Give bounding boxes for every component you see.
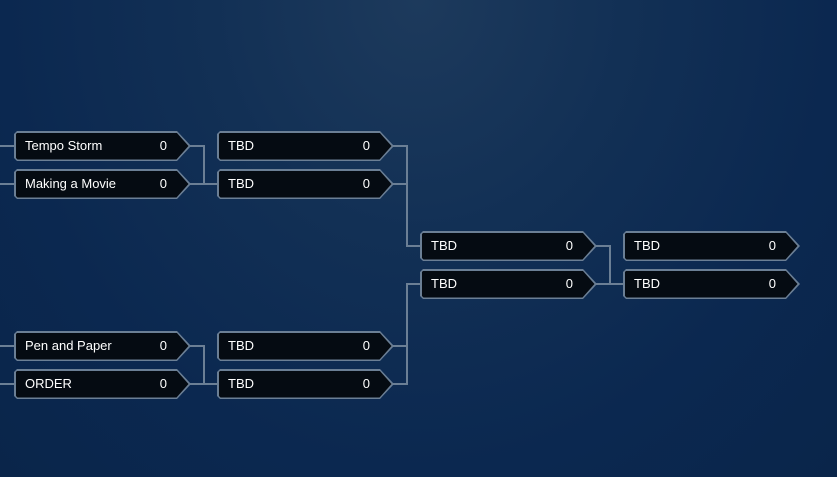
bracket-connector <box>0 145 14 147</box>
bracket-connector <box>596 283 623 285</box>
team-score: 0 <box>362 376 370 391</box>
slot-body <box>421 270 595 298</box>
slot-body <box>218 170 392 198</box>
team-slot[interactable]: Making a Movie 0 <box>14 169 191 199</box>
slot-body <box>15 132 189 160</box>
bracket-connector <box>393 145 407 147</box>
team-score: 0 <box>159 176 167 191</box>
team-score: 0 <box>159 338 167 353</box>
team-slot[interactable]: TBD 0 <box>420 231 597 261</box>
team-slot[interactable]: Tempo Storm 0 <box>14 131 191 161</box>
slot-body <box>15 370 189 398</box>
team-name: ORDER <box>25 376 72 391</box>
bracket-connector <box>609 245 611 285</box>
bracket-connector <box>393 183 407 185</box>
team-slot[interactable]: TBD 0 <box>217 331 394 361</box>
team-name: TBD <box>431 238 457 253</box>
team-name: TBD <box>431 276 457 291</box>
team-name: TBD <box>228 176 254 191</box>
slot-body <box>15 170 189 198</box>
slot-body <box>421 232 595 260</box>
bracket-connector <box>406 283 408 385</box>
bracket-connector <box>393 383 407 385</box>
team-score: 0 <box>362 338 370 353</box>
bracket-connector <box>190 145 204 147</box>
team-score: 0 <box>362 176 370 191</box>
bracket-connector <box>203 145 205 185</box>
team-name: TBD <box>228 338 254 353</box>
team-score: 0 <box>565 238 573 253</box>
bracket-connector <box>203 345 205 385</box>
team-name: TBD <box>228 138 254 153</box>
team-name: Pen and Paper <box>25 338 112 353</box>
slot-body <box>624 232 798 260</box>
team-score: 0 <box>565 276 573 291</box>
bracket-connector <box>406 145 408 247</box>
team-slot[interactable]: Pen and Paper 0 <box>14 331 191 361</box>
bracket-connector <box>190 183 217 185</box>
slot-body <box>15 332 189 360</box>
slot-body <box>218 132 392 160</box>
slot-body <box>218 370 392 398</box>
team-score: 0 <box>768 238 776 253</box>
team-slot[interactable]: TBD 0 <box>217 369 394 399</box>
slot-body <box>624 270 798 298</box>
bracket-connector <box>0 383 14 385</box>
team-name: TBD <box>634 276 660 291</box>
bracket-connector <box>0 345 14 347</box>
team-name: TBD <box>228 376 254 391</box>
team-name: Making a Movie <box>25 176 117 191</box>
team-slot[interactable]: ORDER 0 <box>14 369 191 399</box>
team-slot[interactable]: TBD 0 <box>623 269 800 299</box>
bracket-connector <box>0 183 14 185</box>
team-name: TBD <box>634 238 660 253</box>
bracket-connector <box>190 345 204 347</box>
team-slot[interactable]: TBD 0 <box>217 169 394 199</box>
team-slot[interactable]: TBD 0 <box>420 269 597 299</box>
team-score: 0 <box>362 138 370 153</box>
slot-body <box>218 332 392 360</box>
team-score: 0 <box>159 138 167 153</box>
team-slot[interactable]: TBD 0 <box>623 231 800 261</box>
team-score: 0 <box>768 276 776 291</box>
bracket-connector <box>190 383 217 385</box>
team-name: Tempo Storm <box>25 138 103 153</box>
bracket-connector <box>406 245 420 247</box>
bracket-connector <box>393 345 407 347</box>
team-slot[interactable]: TBD 0 <box>217 131 394 161</box>
bracket-connector <box>596 245 610 247</box>
team-score: 0 <box>159 376 167 391</box>
bracket-connector <box>406 283 420 285</box>
